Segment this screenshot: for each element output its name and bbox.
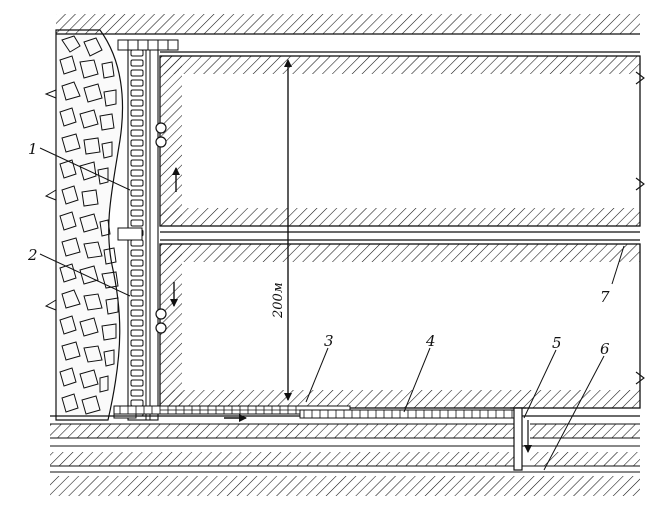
face-support-segment — [130, 279, 144, 287]
face-support-segment — [130, 169, 144, 177]
face-support-segment — [130, 329, 144, 337]
face-support-segment — [130, 349, 144, 357]
face-support-segment — [130, 399, 144, 407]
face-support-segment — [130, 199, 144, 207]
goaf-rubble — [44, 29, 124, 421]
face-support-segment — [130, 119, 144, 127]
face-support-segment — [130, 109, 144, 117]
face-support-segment — [130, 289, 144, 297]
face-support-segment — [130, 369, 144, 377]
face-support-segment — [130, 89, 144, 97]
face-support-segment — [130, 309, 144, 317]
leader-lines — [39, 147, 625, 471]
face-support-segment — [130, 259, 144, 267]
face-support-segment — [130, 129, 144, 137]
gate-conveyor-rollers — [119, 406, 513, 418]
callout-7: 7 — [600, 288, 610, 306]
callout-4: 4 — [425, 332, 436, 350]
face-support-segment — [130, 159, 144, 167]
face-support-segments — [130, 49, 144, 417]
face-support-segment — [130, 99, 144, 107]
callout-5: 5 — [552, 334, 562, 352]
face-support-segment — [130, 219, 144, 227]
face-support-segment — [130, 79, 144, 87]
shearer-rollers — [155, 122, 167, 334]
face-support-segment — [130, 139, 144, 147]
callout-6: 6 — [600, 340, 610, 358]
callout-1: 1 — [28, 140, 38, 158]
face-support-segment — [130, 339, 144, 347]
face-support-segment — [130, 69, 144, 77]
face-support-segment — [130, 359, 144, 367]
dimension-label: 200м — [271, 282, 286, 319]
face-support-segment — [130, 319, 144, 327]
face-support-segment — [130, 379, 144, 387]
face-support-segment — [130, 209, 144, 217]
mid-face-junction — [117, 227, 143, 241]
top-rock-band — [56, 14, 640, 34]
face-support-segment — [130, 189, 144, 197]
face-support-segment — [130, 269, 144, 277]
face-support-segment — [130, 179, 144, 187]
face-support-segment — [130, 389, 144, 397]
lower-pillar — [159, 243, 641, 409]
break-marks — [635, 71, 645, 385]
face-flow-arrows — [170, 167, 180, 307]
transfer-chute — [510, 407, 526, 471]
face-support-segment — [130, 299, 144, 307]
face-support-segment — [130, 239, 144, 247]
face-support-segment — [130, 249, 144, 257]
face-support-segment — [130, 49, 144, 57]
face-support-segment — [130, 149, 144, 157]
callout-3: 3 — [324, 332, 334, 350]
gate-road — [50, 415, 640, 496]
upper-pillar — [159, 55, 641, 227]
callout-2: 2 — [27, 246, 38, 264]
face-support-segment — [130, 59, 144, 67]
